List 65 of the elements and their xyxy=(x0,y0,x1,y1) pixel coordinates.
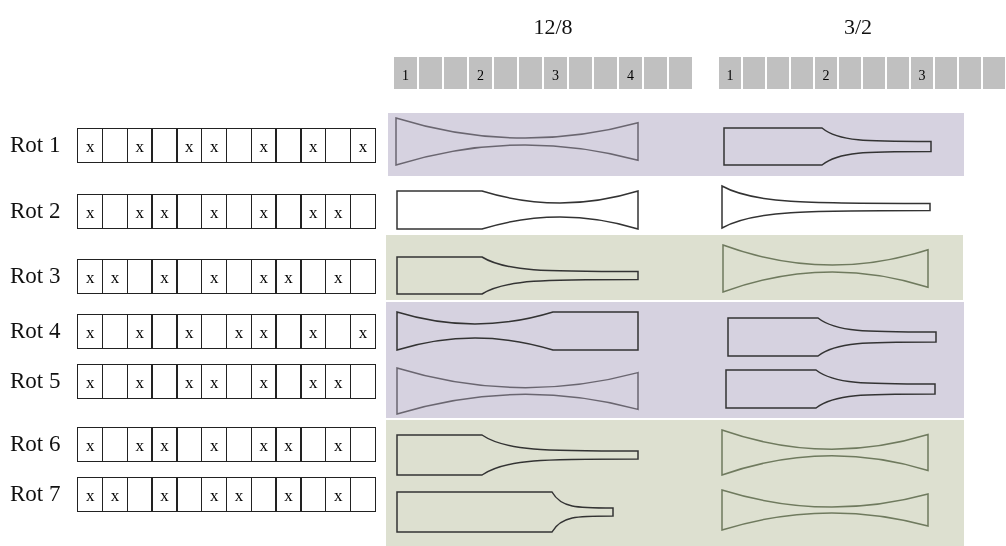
grid-cell: x xyxy=(176,314,203,349)
grid-cell: x xyxy=(101,259,129,294)
grid-cell: x xyxy=(201,259,228,294)
row-label: Rot 6 xyxy=(10,430,61,458)
grid-cell: x xyxy=(77,364,104,399)
meter-heading: 12/8 xyxy=(532,14,574,40)
grid-cell: x xyxy=(300,194,327,229)
beat-cell: 1 xyxy=(394,57,417,89)
grid-cell: x xyxy=(201,427,228,462)
row-label: Rot 7 xyxy=(10,480,61,508)
grid-cell: x xyxy=(201,364,228,399)
grid-cell: x xyxy=(77,314,104,349)
grid-cell: x xyxy=(201,194,228,229)
grid-cell: x xyxy=(275,427,302,462)
grid-cell: x xyxy=(151,427,178,462)
grid-cell: x xyxy=(201,128,228,163)
row-label: Rot 4 xyxy=(10,317,61,345)
grid-cell: x xyxy=(300,128,327,163)
grid-cell: x xyxy=(126,128,153,163)
grid-cell: x xyxy=(250,194,277,229)
grid-cell: x xyxy=(250,364,277,399)
grid-cell: x xyxy=(349,128,377,163)
row-label: Rot 1 xyxy=(10,131,61,159)
grid-cell: x xyxy=(126,194,153,229)
grid-cell: x xyxy=(349,314,377,349)
grid-cell: x xyxy=(325,259,352,294)
grid-cell: x xyxy=(151,194,178,229)
grid-cell: x xyxy=(77,128,104,163)
grid-cell: x xyxy=(300,364,327,399)
grid-cell: x xyxy=(275,259,302,294)
grid-cell: x xyxy=(126,314,153,349)
grid-cell: x xyxy=(201,477,228,512)
grid-cell: x xyxy=(176,364,203,399)
grid-cell: x xyxy=(101,477,129,512)
grid-cell: x xyxy=(77,259,104,294)
grid-cell: x xyxy=(250,128,277,163)
grid-cell: x xyxy=(77,194,104,229)
beat-cell: 4 xyxy=(619,57,642,89)
grid-cell: x xyxy=(325,427,352,462)
grid-cell: x xyxy=(275,477,302,512)
grid-cell: x xyxy=(300,314,327,349)
grid-cell: x xyxy=(250,314,277,349)
grid-cell: x xyxy=(325,364,352,399)
row-label: Rot 3 xyxy=(10,262,61,290)
row-label: Rot 5 xyxy=(10,367,61,395)
beat-cell: 3 xyxy=(911,57,933,89)
beat-cell: 1 xyxy=(719,57,741,89)
grid-cell: x xyxy=(325,477,352,512)
grid-cell: x xyxy=(325,194,352,229)
meter-heading: 3/2 xyxy=(842,14,874,40)
beat-cell: 3 xyxy=(544,57,567,89)
grid-cell: x xyxy=(126,364,153,399)
grid-cell: x xyxy=(151,259,178,294)
beat-cell: 2 xyxy=(469,57,492,89)
grid-cell: x xyxy=(126,427,153,462)
beat-cell: 2 xyxy=(815,57,837,89)
grid-cell: x xyxy=(151,477,178,512)
grid-cell: x xyxy=(250,259,277,294)
grid-cell: x xyxy=(225,314,253,349)
grid-cell: x xyxy=(225,477,253,512)
row-label: Rot 2 xyxy=(10,197,61,225)
grid-cell: x xyxy=(250,427,277,462)
grid-cell: x xyxy=(77,427,104,462)
grid-cell: x xyxy=(176,128,203,163)
grid-cell: x xyxy=(77,477,104,512)
